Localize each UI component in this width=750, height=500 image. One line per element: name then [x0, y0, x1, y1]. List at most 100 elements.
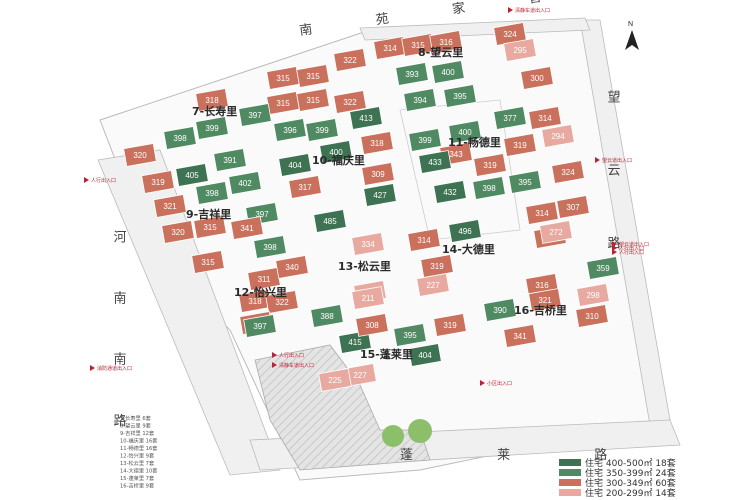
residence-lot[interactable]: 225: [318, 368, 352, 392]
residence-lot[interactable]: 433: [418, 150, 452, 174]
residence-lot[interactable]: 398: [163, 126, 197, 150]
residence-lot[interactable]: 402: [228, 171, 262, 195]
residence-lot[interactable]: 322: [265, 290, 299, 314]
residence-lot[interactable]: 388: [310, 304, 344, 328]
lot-area-label: 399: [418, 136, 432, 145]
residence-lot[interactable]: 399: [305, 118, 339, 142]
residence-lot[interactable]: 315: [193, 215, 227, 239]
gate-marker: 望云道出入口: [612, 241, 649, 248]
residence-lot[interactable]: 390: [483, 298, 517, 322]
gate-label: 望云道出入口: [619, 241, 649, 248]
residence-lot[interactable]: 309: [361, 162, 395, 186]
lot-area-label: 398: [205, 189, 219, 198]
residence-lot[interactable]: 400: [448, 120, 482, 144]
zone-list-item: 11-畅德里 16套: [120, 444, 158, 452]
residence-lot[interactable]: 395: [443, 84, 477, 108]
residence-lot[interactable]: 427: [363, 183, 397, 207]
residence-lot[interactable]: 319: [503, 133, 537, 157]
residence-lot[interactable]: 400: [319, 140, 353, 164]
residence-lot[interactable]: 315: [266, 66, 300, 90]
residence-lot[interactable]: 341: [230, 216, 264, 240]
residence-lot[interactable]: 317: [288, 175, 322, 199]
residence-lot[interactable]: 315: [296, 88, 330, 112]
lot-area-label: 413: [359, 114, 373, 123]
residence-lot[interactable]: 314: [528, 106, 562, 130]
lot-area-label: 398: [482, 184, 496, 193]
lot-area-label: 311: [258, 275, 271, 284]
residence-lot[interactable]: 314: [407, 228, 441, 252]
residence-lot[interactable]: 398: [472, 176, 506, 200]
residence-lot[interactable]: 395: [508, 170, 542, 194]
residence-lot[interactable]: 227: [416, 273, 450, 297]
residence-lot[interactable]: 322: [333, 48, 367, 72]
residence-lot[interactable]: 415: [338, 330, 372, 354]
residence-lot[interactable]: 307: [556, 195, 590, 219]
residence-lot[interactable]: 432: [433, 180, 467, 204]
residence-lot[interactable]: 300: [520, 66, 554, 90]
residence-lot[interactable]: 315: [191, 250, 225, 274]
residence-lot[interactable]: 485: [313, 209, 347, 233]
lot-area-label: 319: [443, 321, 457, 330]
residence-lot[interactable]: 395: [393, 323, 427, 347]
residence-lot[interactable]: 405: [175, 163, 209, 187]
lot-area-label: 405: [185, 171, 199, 180]
residence-lot[interactable]: 319: [141, 170, 175, 194]
residence-lot[interactable]: 295: [503, 38, 537, 62]
residence-lot[interactable]: 272: [539, 220, 573, 244]
residence-lot[interactable]: 316: [429, 30, 463, 54]
lot-area-label: 397: [248, 111, 262, 120]
residence-lot[interactable]: 322: [333, 90, 367, 114]
residence-lot[interactable]: 377: [493, 106, 527, 130]
residence-lot[interactable]: 211: [351, 286, 385, 310]
residence-lot[interactable]: 340: [275, 255, 309, 279]
residence-lot[interactable]: 310: [575, 304, 609, 328]
lot-area-label: 298: [586, 291, 600, 300]
residence-lot[interactable]: 397: [238, 103, 272, 127]
lot-area-label: 309: [371, 170, 385, 179]
residence-lot[interactable]: 398: [253, 235, 287, 259]
residence-lot[interactable]: 319: [473, 153, 507, 177]
residence-lot[interactable]: 341: [503, 324, 537, 348]
residence-lot[interactable]: 321: [153, 194, 187, 218]
residence-lot[interactable]: 394: [403, 88, 437, 112]
zone-list-item: 13-松云里 7套: [120, 459, 155, 467]
residence-lot[interactable]: 404: [278, 153, 312, 177]
residence-lot[interactable]: 359: [586, 256, 620, 280]
residence-lot[interactable]: 298: [576, 283, 610, 307]
residence-lot[interactable]: 320: [161, 220, 195, 244]
residence-lot[interactable]: 393: [395, 62, 429, 86]
lot-area-label: 315: [201, 258, 215, 267]
residence-lot[interactable]: 399: [195, 116, 229, 140]
residence-lot[interactable]: 315: [401, 33, 435, 57]
residence-lot[interactable]: 496: [448, 219, 482, 243]
zone-label: 8-望云里: [418, 45, 463, 59]
zone-label: 16-吉桥里: [514, 303, 567, 317]
residence-lot[interactable]: 400: [431, 60, 465, 84]
residence-lot[interactable]: 319: [433, 313, 467, 337]
residence-lot[interactable]: 315: [296, 64, 330, 88]
residence-lot[interactable]: 396: [273, 118, 307, 142]
residence-lot[interactable]: 413: [349, 106, 383, 130]
residence-lot[interactable]: 404: [408, 343, 442, 367]
residence-lot[interactable]: 314: [373, 36, 407, 60]
residence-lot[interactable]: 397: [243, 314, 277, 338]
residence-lot[interactable]: 318: [238, 289, 272, 313]
residence-lot[interactable]: 399: [408, 128, 442, 152]
gate-marker: 小区出入口: [480, 380, 512, 387]
lot-area-label: 314: [417, 236, 431, 245]
residence-lot[interactable]: 398: [195, 181, 229, 205]
residence-lot[interactable]: 308: [355, 313, 389, 337]
residence-lot[interactable]: 294: [541, 124, 575, 148]
residence-lot[interactable]: 324: [551, 160, 585, 184]
legend-swatch: [559, 469, 581, 476]
residence-lot[interactable]: 320: [123, 143, 157, 167]
residence-lot[interactable]: 321: [528, 288, 562, 312]
residence-lot[interactable]: 318: [360, 131, 394, 155]
road-label-south: 蓬 莱 路: [400, 447, 647, 463]
residence-lot[interactable]: 314: [525, 201, 559, 225]
lot-area-label: 388: [320, 312, 334, 321]
residence-lot[interactable]: 391: [213, 148, 247, 172]
residence-lot[interactable]: 318: [195, 88, 229, 112]
residence-lot[interactable]: 334: [351, 232, 385, 256]
